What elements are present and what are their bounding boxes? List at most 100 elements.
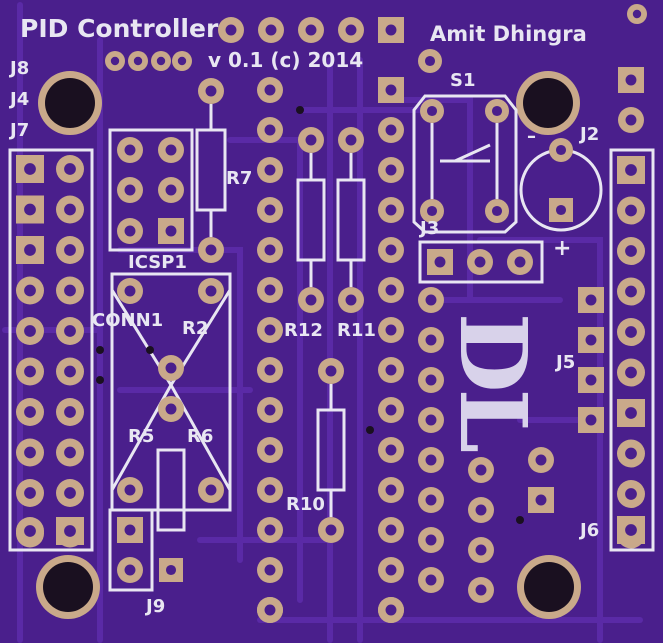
via — [366, 426, 374, 434]
pad-drill — [625, 285, 637, 298]
label-j8: J8 — [10, 58, 30, 79]
pad-drill — [585, 414, 597, 426]
pad-drill — [385, 24, 397, 36]
pad-drill — [426, 205, 438, 217]
pad-drill — [264, 84, 276, 96]
pad-drill — [124, 225, 136, 237]
pad-drill — [156, 56, 166, 66]
mounting-hole-drill — [45, 78, 95, 128]
pad-drill — [385, 124, 397, 136]
pad-drill — [264, 524, 276, 536]
pad-drill — [491, 205, 503, 217]
pad-drill — [225, 24, 237, 36]
pad-drill — [177, 56, 187, 66]
pad-drill — [265, 24, 277, 36]
mounting-hole-drill — [523, 78, 573, 128]
pad-drill — [474, 256, 486, 268]
silk-line — [454, 143, 491, 163]
pad-drill — [64, 365, 76, 378]
via — [96, 376, 104, 384]
pad-drill — [24, 525, 36, 537]
pad-drill — [491, 105, 503, 117]
pad-drill — [385, 524, 397, 536]
pad-drill — [425, 574, 437, 586]
r7-body — [195, 128, 227, 212]
label-r2: R2 — [182, 318, 209, 339]
pad-drill — [24, 325, 36, 337]
via — [516, 516, 524, 524]
label-j2: J2 — [580, 124, 600, 145]
header-outline-left — [8, 148, 94, 552]
pad-drill — [385, 364, 397, 376]
pad-drill — [625, 164, 637, 176]
pad-drill — [124, 564, 136, 576]
pad-drill — [585, 334, 597, 346]
pad-drill — [345, 24, 357, 36]
label-j2-minus: – — [527, 126, 536, 147]
s1-outline — [412, 94, 518, 234]
pad-drill — [124, 484, 136, 496]
pad-drill — [64, 163, 76, 175]
pad-drill — [64, 487, 76, 499]
pad-drill — [305, 24, 317, 36]
label-r5: R5 — [128, 426, 155, 447]
label-j7: J7 — [10, 120, 30, 141]
pad-drill — [475, 544, 487, 556]
pad-drill — [165, 403, 177, 415]
pad-drill — [535, 494, 547, 506]
pad-drill — [425, 334, 437, 346]
pad-drill — [205, 285, 217, 297]
board-version: v 0.1 (c) 2014 — [208, 48, 364, 72]
pad-drill — [165, 184, 177, 196]
pad-drill — [124, 144, 136, 156]
pad-drill — [625, 447, 637, 460]
label-r12: R12 — [284, 320, 323, 341]
pad-drill — [264, 164, 276, 176]
pad-drill — [385, 564, 397, 576]
pad-drill — [264, 404, 276, 416]
pad-drill — [425, 454, 437, 466]
conn1-outline — [110, 272, 232, 512]
pad-drill — [425, 494, 437, 506]
label-j9: J9 — [146, 596, 166, 617]
pad-drill — [24, 163, 36, 175]
mounting-hole-drill — [43, 562, 93, 612]
via — [146, 346, 154, 354]
pad-drill — [425, 414, 437, 426]
pad-drill — [110, 56, 120, 66]
pad-drill — [345, 294, 357, 306]
pad-drill — [264, 484, 276, 496]
label-r10: R10 — [286, 494, 325, 515]
pad-drill — [625, 74, 637, 86]
pad-drill — [514, 256, 526, 268]
pad-drill — [264, 604, 276, 616]
pad-drill — [264, 324, 276, 336]
label-r6: R6 — [187, 426, 214, 447]
pad-drill — [555, 144, 567, 156]
pad-drill — [475, 464, 487, 476]
pad-drill — [64, 525, 76, 537]
pad-drill — [264, 444, 276, 456]
pad-drill — [434, 256, 446, 268]
pad-drill — [385, 244, 397, 256]
pad-drill — [625, 366, 637, 379]
pad-drill — [133, 56, 143, 66]
pad-drill — [345, 134, 357, 146]
pad-drill — [385, 324, 397, 336]
pad-drill — [24, 284, 36, 297]
pad-drill — [165, 144, 177, 156]
pad-drill — [264, 564, 276, 576]
pad-drill — [24, 406, 36, 418]
pad-drill — [124, 285, 136, 297]
pad-drill — [424, 55, 436, 67]
pad-drill — [585, 374, 597, 386]
pad-drill — [264, 364, 276, 376]
pad-drill — [625, 204, 637, 217]
pad-drill — [305, 294, 317, 306]
pad-drill — [325, 524, 337, 536]
j3-outline — [418, 240, 544, 284]
pad-drill — [625, 245, 637, 257]
pad-drill — [385, 484, 397, 496]
r5-body — [156, 448, 186, 532]
